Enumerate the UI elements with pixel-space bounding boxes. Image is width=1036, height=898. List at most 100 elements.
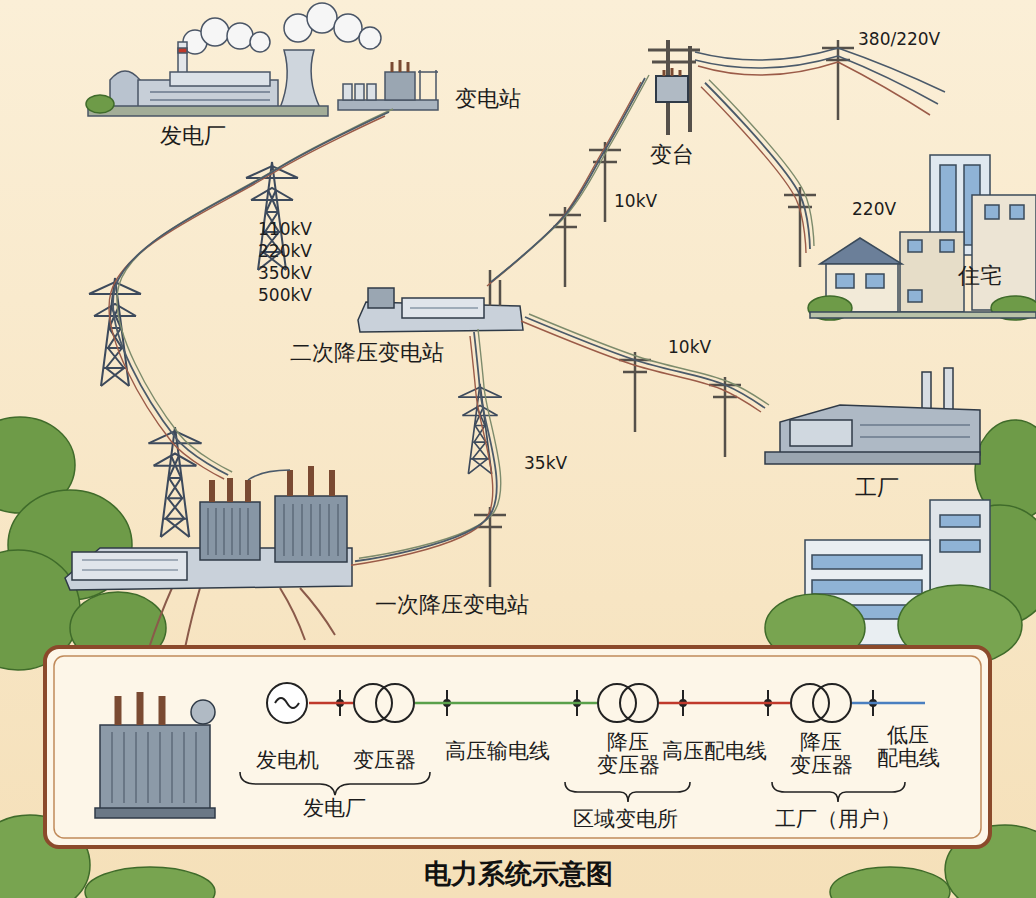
wire [838, 62, 930, 115]
window [908, 240, 922, 252]
wire-strand [709, 80, 814, 246]
voltage-label: 220V [852, 198, 896, 220]
node-label: 变电站 [455, 86, 521, 112]
voltage-label: 110kV 220kV 350kV 500kV [258, 218, 322, 306]
line-label: 低压 配电线 [872, 724, 944, 770]
bushing [392, 60, 408, 72]
smoke [359, 27, 381, 49]
window [985, 205, 999, 219]
utility-pole [784, 187, 816, 267]
wire-strand [529, 314, 769, 405]
insulator [355, 84, 364, 100]
legend-panel [45, 647, 990, 847]
transformer-box [656, 76, 688, 102]
cooling-fins [284, 504, 338, 556]
ac-wave [275, 698, 299, 708]
conservator [191, 700, 215, 724]
smoke [201, 18, 229, 46]
window [836, 274, 854, 288]
roof [820, 238, 902, 264]
control-house [72, 552, 187, 580]
transmission-tower [149, 427, 202, 537]
transformer [200, 502, 260, 560]
generator-circle [267, 683, 307, 723]
smoke [250, 32, 270, 52]
primary-substation: 一次降压变电站 [60, 475, 355, 590]
power-line [525, 317, 765, 408]
apartment [900, 232, 964, 312]
jumper [248, 470, 290, 480]
smoke [334, 14, 362, 42]
utility-pole [549, 207, 581, 287]
node-label: 工厂 [855, 475, 899, 501]
winding-circle [376, 684, 414, 722]
line-label: 高压配电线 [662, 740, 767, 762]
window-band [812, 555, 922, 569]
step-down-transformer-symbol: 降压 变压器 [597, 681, 659, 725]
transformer-outline [597, 681, 659, 725]
wire-strand [117, 109, 393, 472]
tank [100, 725, 210, 810]
base [765, 452, 980, 464]
node-label: 发电厂 [160, 123, 226, 149]
factory-hall [780, 405, 980, 455]
wire-strand [109, 116, 385, 479]
circuit-line [415, 702, 597, 705]
cooling-fins [112, 732, 196, 803]
window [866, 274, 884, 288]
connectors [113, 78, 810, 703]
group-label: 发电厂 [303, 797, 366, 820]
brace [240, 772, 430, 795]
power-plant: 发电厂 [90, 20, 325, 118]
transformer-icon [95, 692, 215, 818]
node-label: 降压 变压器 [776, 731, 866, 777]
pole-transformer-art [648, 40, 700, 135]
brace [565, 782, 690, 802]
node-label: 变压器 [334, 749, 434, 772]
window-band [812, 580, 922, 594]
pole-transformer: 变台 [645, 40, 705, 135]
station-building [402, 298, 484, 318]
node-label: 发电机 [237, 749, 337, 772]
trees-right-front [0, 585, 1036, 898]
wire [838, 56, 938, 104]
power-plant-art [86, 3, 381, 116]
window-row [82, 560, 178, 570]
power-line [355, 332, 497, 561]
window-band [940, 540, 980, 552]
line-label: 高压输电线 [445, 740, 550, 762]
tree [85, 867, 215, 898]
group-label: 区域变电所 [573, 808, 678, 831]
plant-roof [170, 72, 270, 86]
apartment [972, 195, 1036, 310]
winding-circle [620, 684, 658, 722]
window-band [940, 515, 980, 527]
wire-strands [109, 75, 814, 565]
winding-circle [813, 684, 851, 722]
winding-circle [598, 684, 636, 722]
utility-pole [709, 377, 741, 457]
insulator [343, 84, 352, 100]
node-label: 变台 [650, 142, 694, 168]
voltage-label: 380/220V [858, 28, 940, 51]
primary-substation-art [65, 466, 352, 648]
diagram-title: 电力系统示意图 [0, 856, 1036, 892]
cooling-tower [280, 50, 320, 108]
transformer [368, 288, 394, 308]
window-row [860, 425, 970, 437]
wire-strand [487, 82, 641, 286]
factory: 工厂 [765, 368, 980, 468]
frame [418, 70, 438, 100]
feeder-cable [150, 588, 335, 648]
winding-circle [354, 684, 392, 722]
bus-ticks [337, 690, 876, 716]
window-row [410, 307, 478, 309]
power-line [113, 112, 389, 475]
transformer [275, 496, 347, 562]
cooling-fins [208, 508, 248, 555]
utility-pole [474, 507, 506, 587]
node-label: 二次降压变电站 [290, 340, 444, 366]
low-voltage-line [852, 702, 925, 705]
panel-frame [45, 647, 990, 847]
